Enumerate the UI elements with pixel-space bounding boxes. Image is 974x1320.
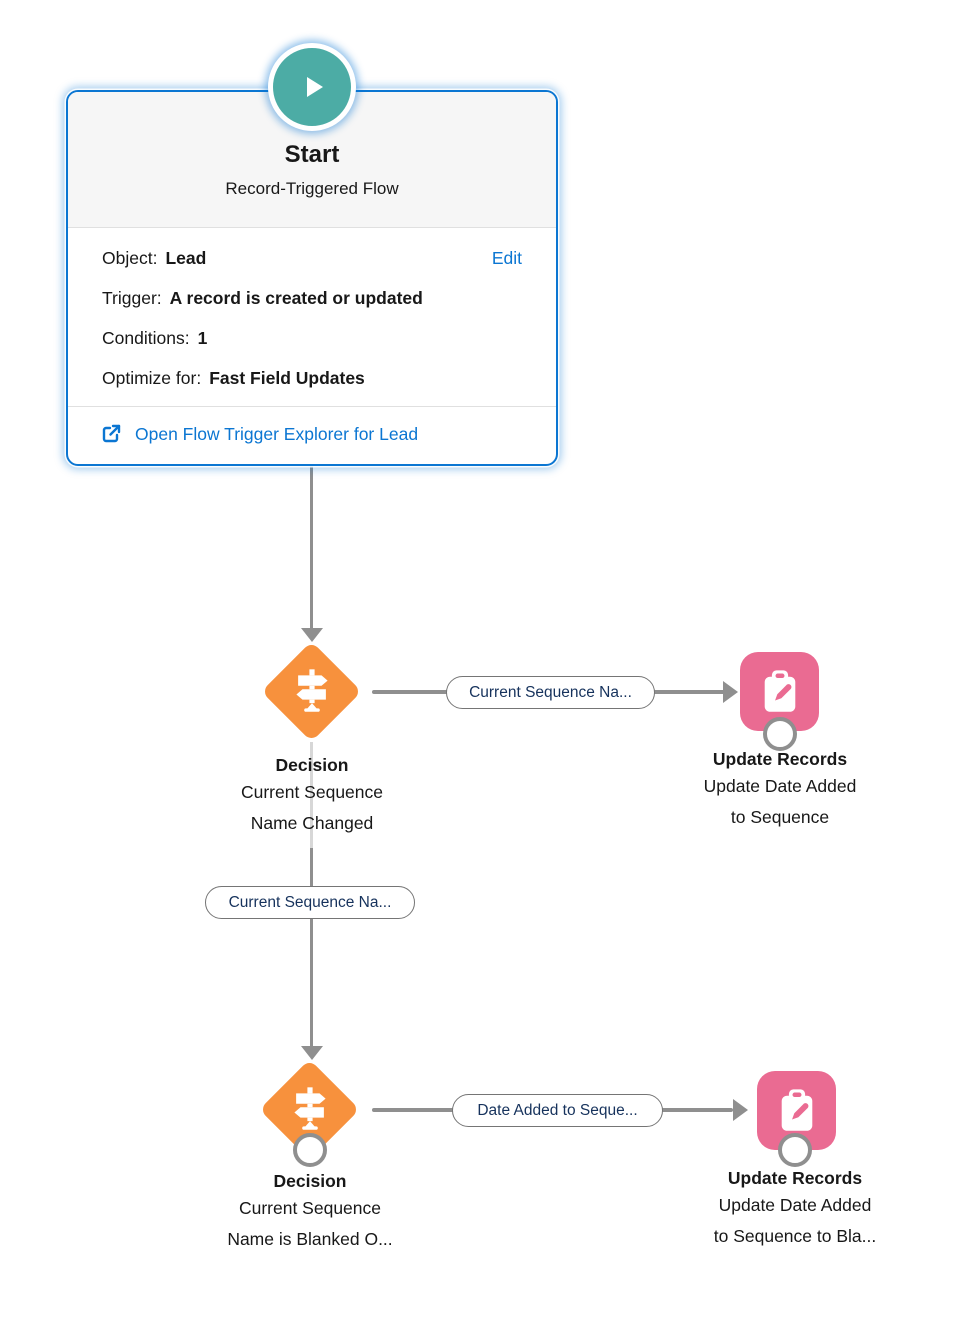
- conditions-label: Conditions:: [102, 328, 190, 348]
- decision2-connection-point[interactable]: [293, 1133, 327, 1167]
- object-value: Lead: [165, 248, 207, 268]
- arrowhead-update1: [723, 681, 738, 703]
- optimize-label: Optimize for:: [102, 368, 202, 388]
- update2-name: Update Date Added to Sequence to Bla...: [713, 1195, 877, 1246]
- start-subtitle: Record-Triggered Flow: [225, 179, 399, 198]
- external-link-icon: [100, 423, 122, 445]
- connector-branch1-to-update1: [653, 690, 725, 694]
- update2-title: Update Records: [727, 1168, 863, 1188]
- trigger-value: A record is created or updated: [169, 288, 423, 308]
- play-icon: [307, 77, 323, 97]
- connector-decision1-to-decision2: [310, 848, 313, 1046]
- decision2-label: Decision Current Sequence Name is Blanke…: [212, 1169, 408, 1255]
- decision1-node[interactable]: [261, 641, 362, 742]
- update2-label: Update Records Update Date Added to Sequ…: [695, 1166, 895, 1252]
- update1-label: Update Records Update Date Added to Sequ…: [680, 747, 880, 833]
- start-title: Start: [284, 141, 340, 168]
- connector-label-default-path[interactable]: Current Sequence Na...: [205, 886, 415, 919]
- update1-node[interactable]: [740, 652, 819, 731]
- field-row-optimize: Optimize for: Fast Field Updates: [102, 368, 522, 389]
- connector-decision2-branch: [372, 1108, 454, 1112]
- decision2-title: Decision: [273, 1171, 347, 1191]
- connector-label-branch1[interactable]: Current Sequence Na...: [446, 676, 655, 709]
- start-node-card[interactable]: Start Record-Triggered Flow Object: Lead…: [66, 90, 558, 466]
- field-row-object: Object: Lead Edit: [102, 248, 522, 269]
- conditions-value: 1: [197, 328, 208, 348]
- update-records-icon: [781, 1088, 812, 1131]
- start-node-body: Object: Lead Edit Trigger: A record is c…: [68, 228, 556, 407]
- optimize-value: Fast Field Updates: [209, 368, 365, 388]
- open-flow-trigger-explorer-link[interactable]: Open Flow Trigger Explorer for Lead: [135, 423, 419, 444]
- field-row-trigger: Trigger: A record is created or updated: [102, 288, 522, 309]
- connector-decision1-down-light: [310, 742, 313, 848]
- arrowhead-update2: [733, 1099, 748, 1121]
- edit-link[interactable]: Edit: [491, 248, 522, 268]
- connector-start-to-decision1: [310, 462, 313, 628]
- connector-branch2-to-update2: [661, 1108, 733, 1112]
- decision1-title: Decision: [275, 755, 349, 775]
- update1-name: Update Date Added to Sequence: [703, 776, 857, 827]
- start-node-footer: Open Flow Trigger Explorer for Lead: [68, 407, 556, 461]
- update-records-icon: [764, 669, 795, 712]
- update2-connection-point[interactable]: [778, 1133, 812, 1167]
- start-play-button[interactable]: [268, 43, 356, 131]
- update1-connection-point[interactable]: [763, 717, 797, 751]
- field-row-conditions: Conditions: 1: [102, 328, 522, 349]
- update1-title: Update Records: [712, 749, 848, 769]
- decision1-label: Decision Current Sequence Name Changed: [222, 753, 402, 839]
- trigger-label: Trigger:: [102, 288, 162, 308]
- connector-decision1-branch: [372, 690, 448, 694]
- object-label: Object:: [102, 248, 158, 268]
- connector-label-branch2[interactable]: Date Added to Seque...: [452, 1094, 663, 1127]
- decision1-name: Current Sequence Name Changed: [240, 782, 384, 833]
- arrowhead-decision2: [301, 1046, 323, 1060]
- decision2-name: Current Sequence Name is Blanked O...: [227, 1198, 393, 1249]
- arrowhead-decision1: [301, 628, 323, 642]
